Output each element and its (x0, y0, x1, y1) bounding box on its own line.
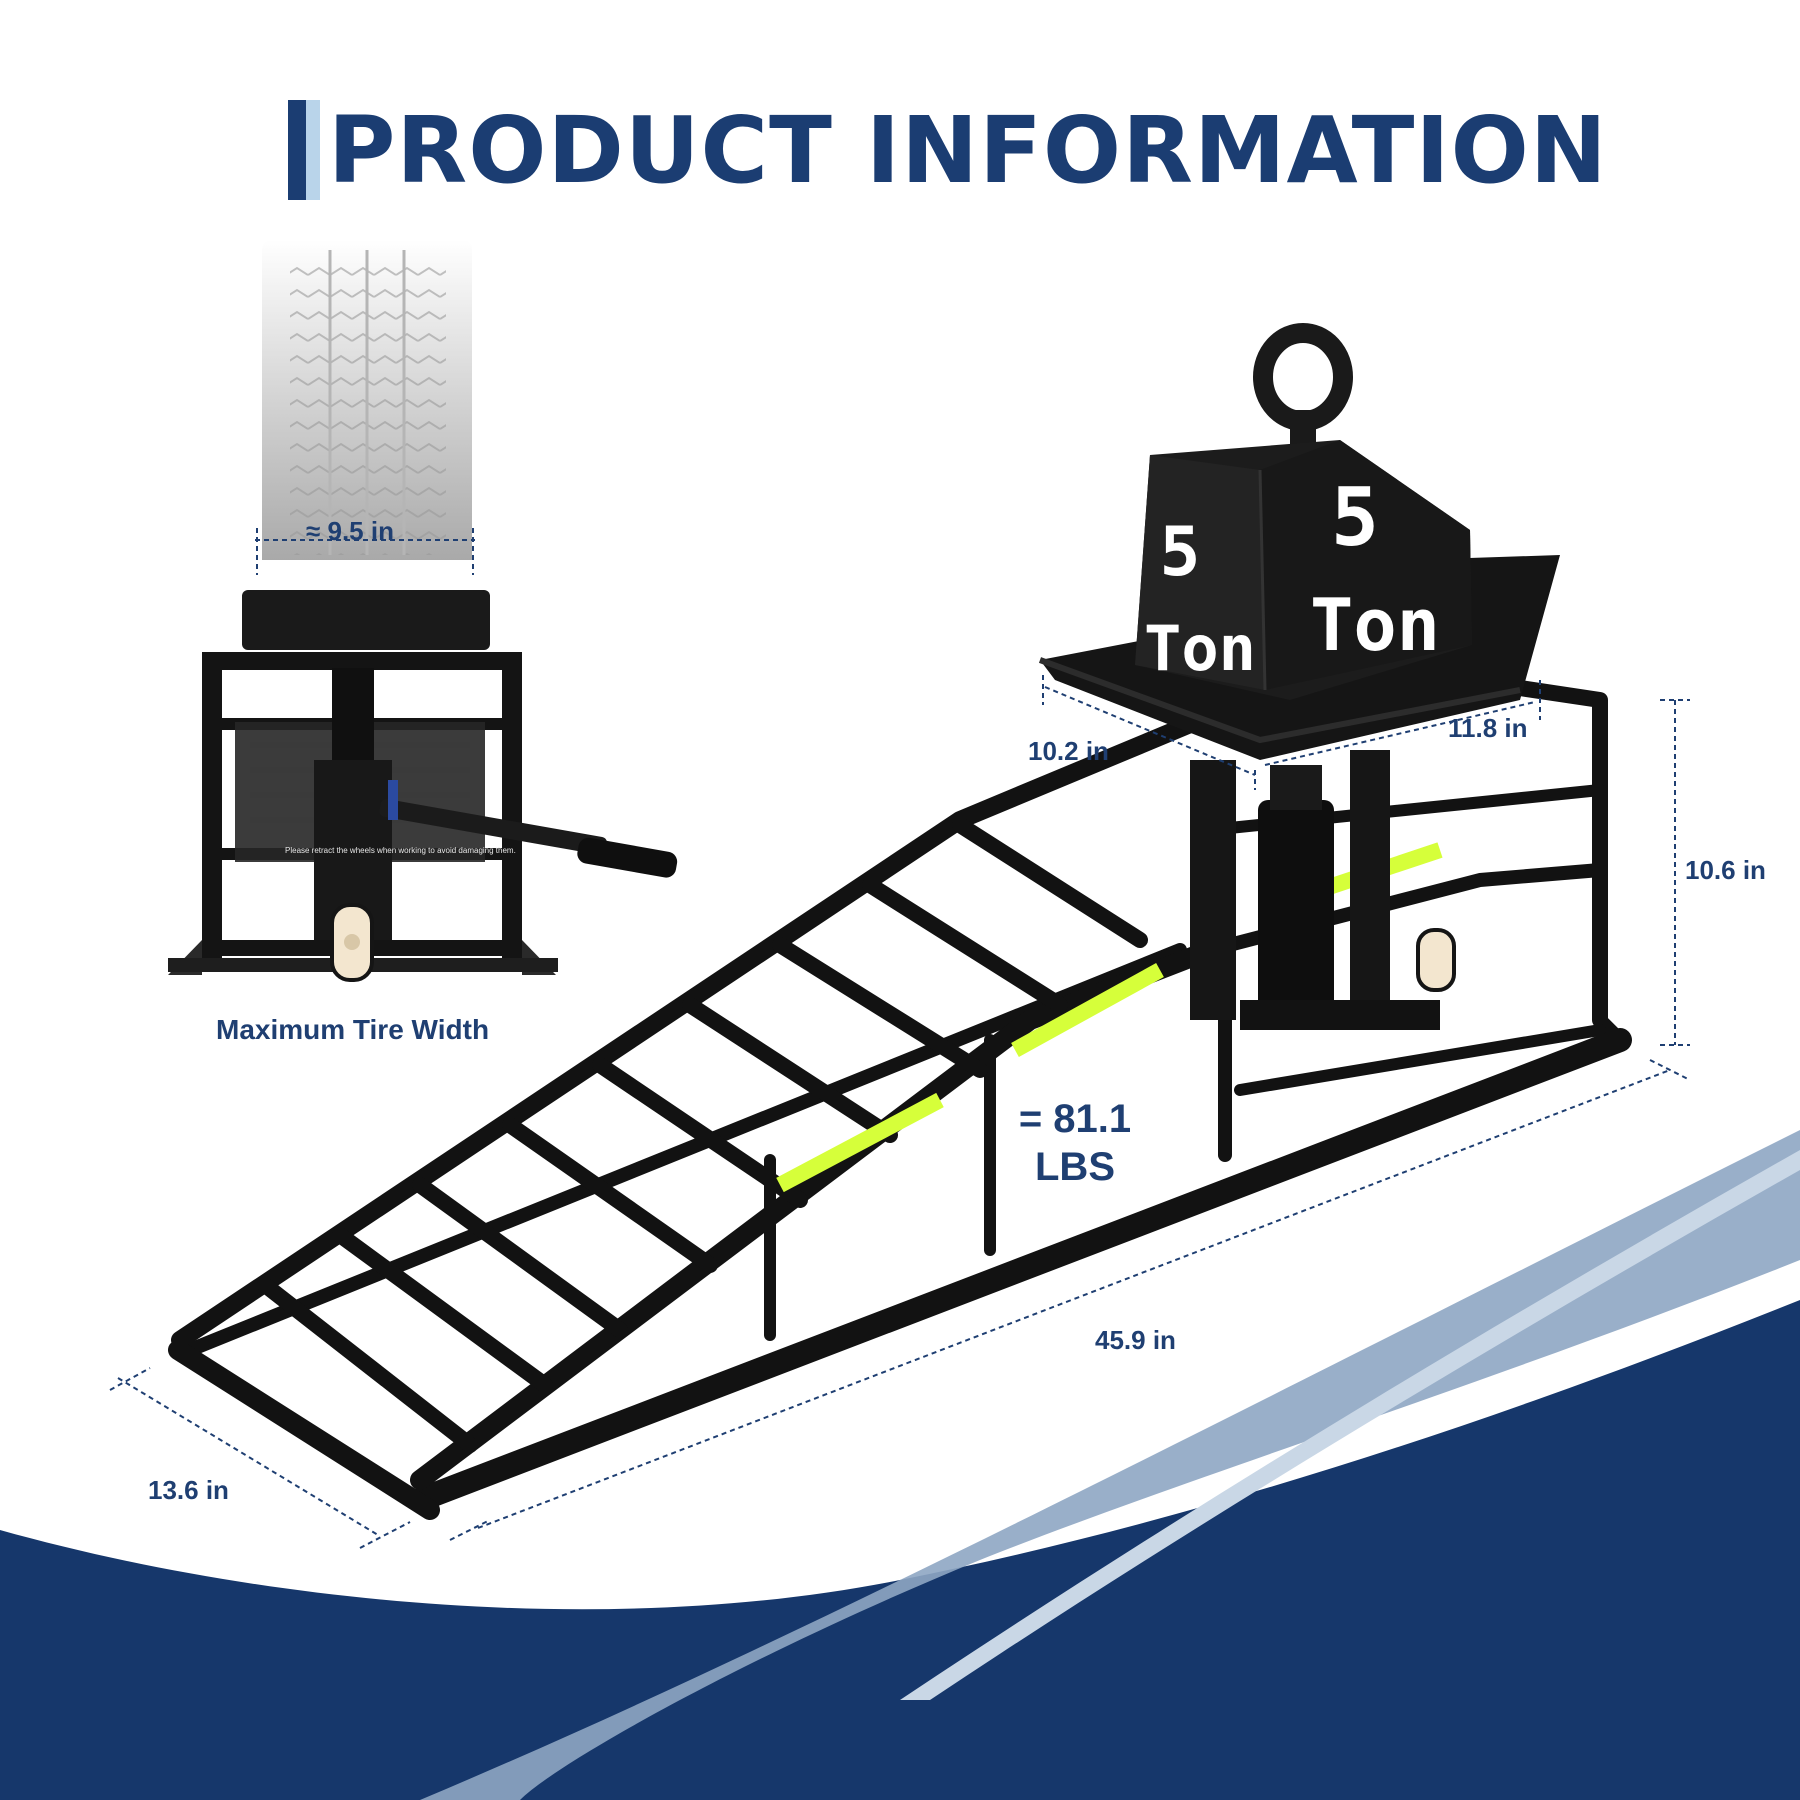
weight-block-icon (1135, 323, 1472, 700)
bottle-jack-icon (1190, 750, 1440, 1030)
weight-side-unit: Ton (1310, 583, 1440, 667)
tire-icon (262, 240, 472, 560)
title-accent-bar (288, 100, 320, 200)
caster-wheel-icon (330, 903, 374, 982)
ramp-frame (168, 662, 1632, 1520)
tire-width-label: ≈ 9.5 in (306, 516, 394, 546)
equivalent-weight-value: = 81.1 (1018, 1097, 1132, 1141)
title-block: PRODUCT INFORMATION (288, 97, 1608, 204)
platform-width-label: 11.8 in (1448, 713, 1528, 743)
page-title: PRODUCT INFORMATION (328, 96, 1608, 204)
equivalent-weight: = 81.1 LBS (1000, 1095, 1150, 1191)
height-label: 10.6 in (1685, 855, 1766, 885)
tire-view-caption: Maximum Tire Width (216, 1014, 490, 1045)
length-label: 45.9 in (1095, 1325, 1176, 1355)
weight-side-number: 5 (1331, 471, 1379, 564)
rear-caster-wheel-icon (1416, 928, 1456, 992)
equivalent-weight-unit: LBS (1035, 1145, 1115, 1189)
weight-front-unit: Ton (1144, 612, 1256, 685)
dimension-lines (109, 675, 1691, 1549)
weight-front-number: 5 (1160, 513, 1201, 592)
width-label: 13.6 in (148, 1475, 229, 1505)
platform-depth-label: 10.2 in (1028, 736, 1109, 766)
tire-width-dimension-lines (255, 528, 475, 575)
warning-sticker-text: Please retract the wheels when working t… (285, 846, 516, 855)
